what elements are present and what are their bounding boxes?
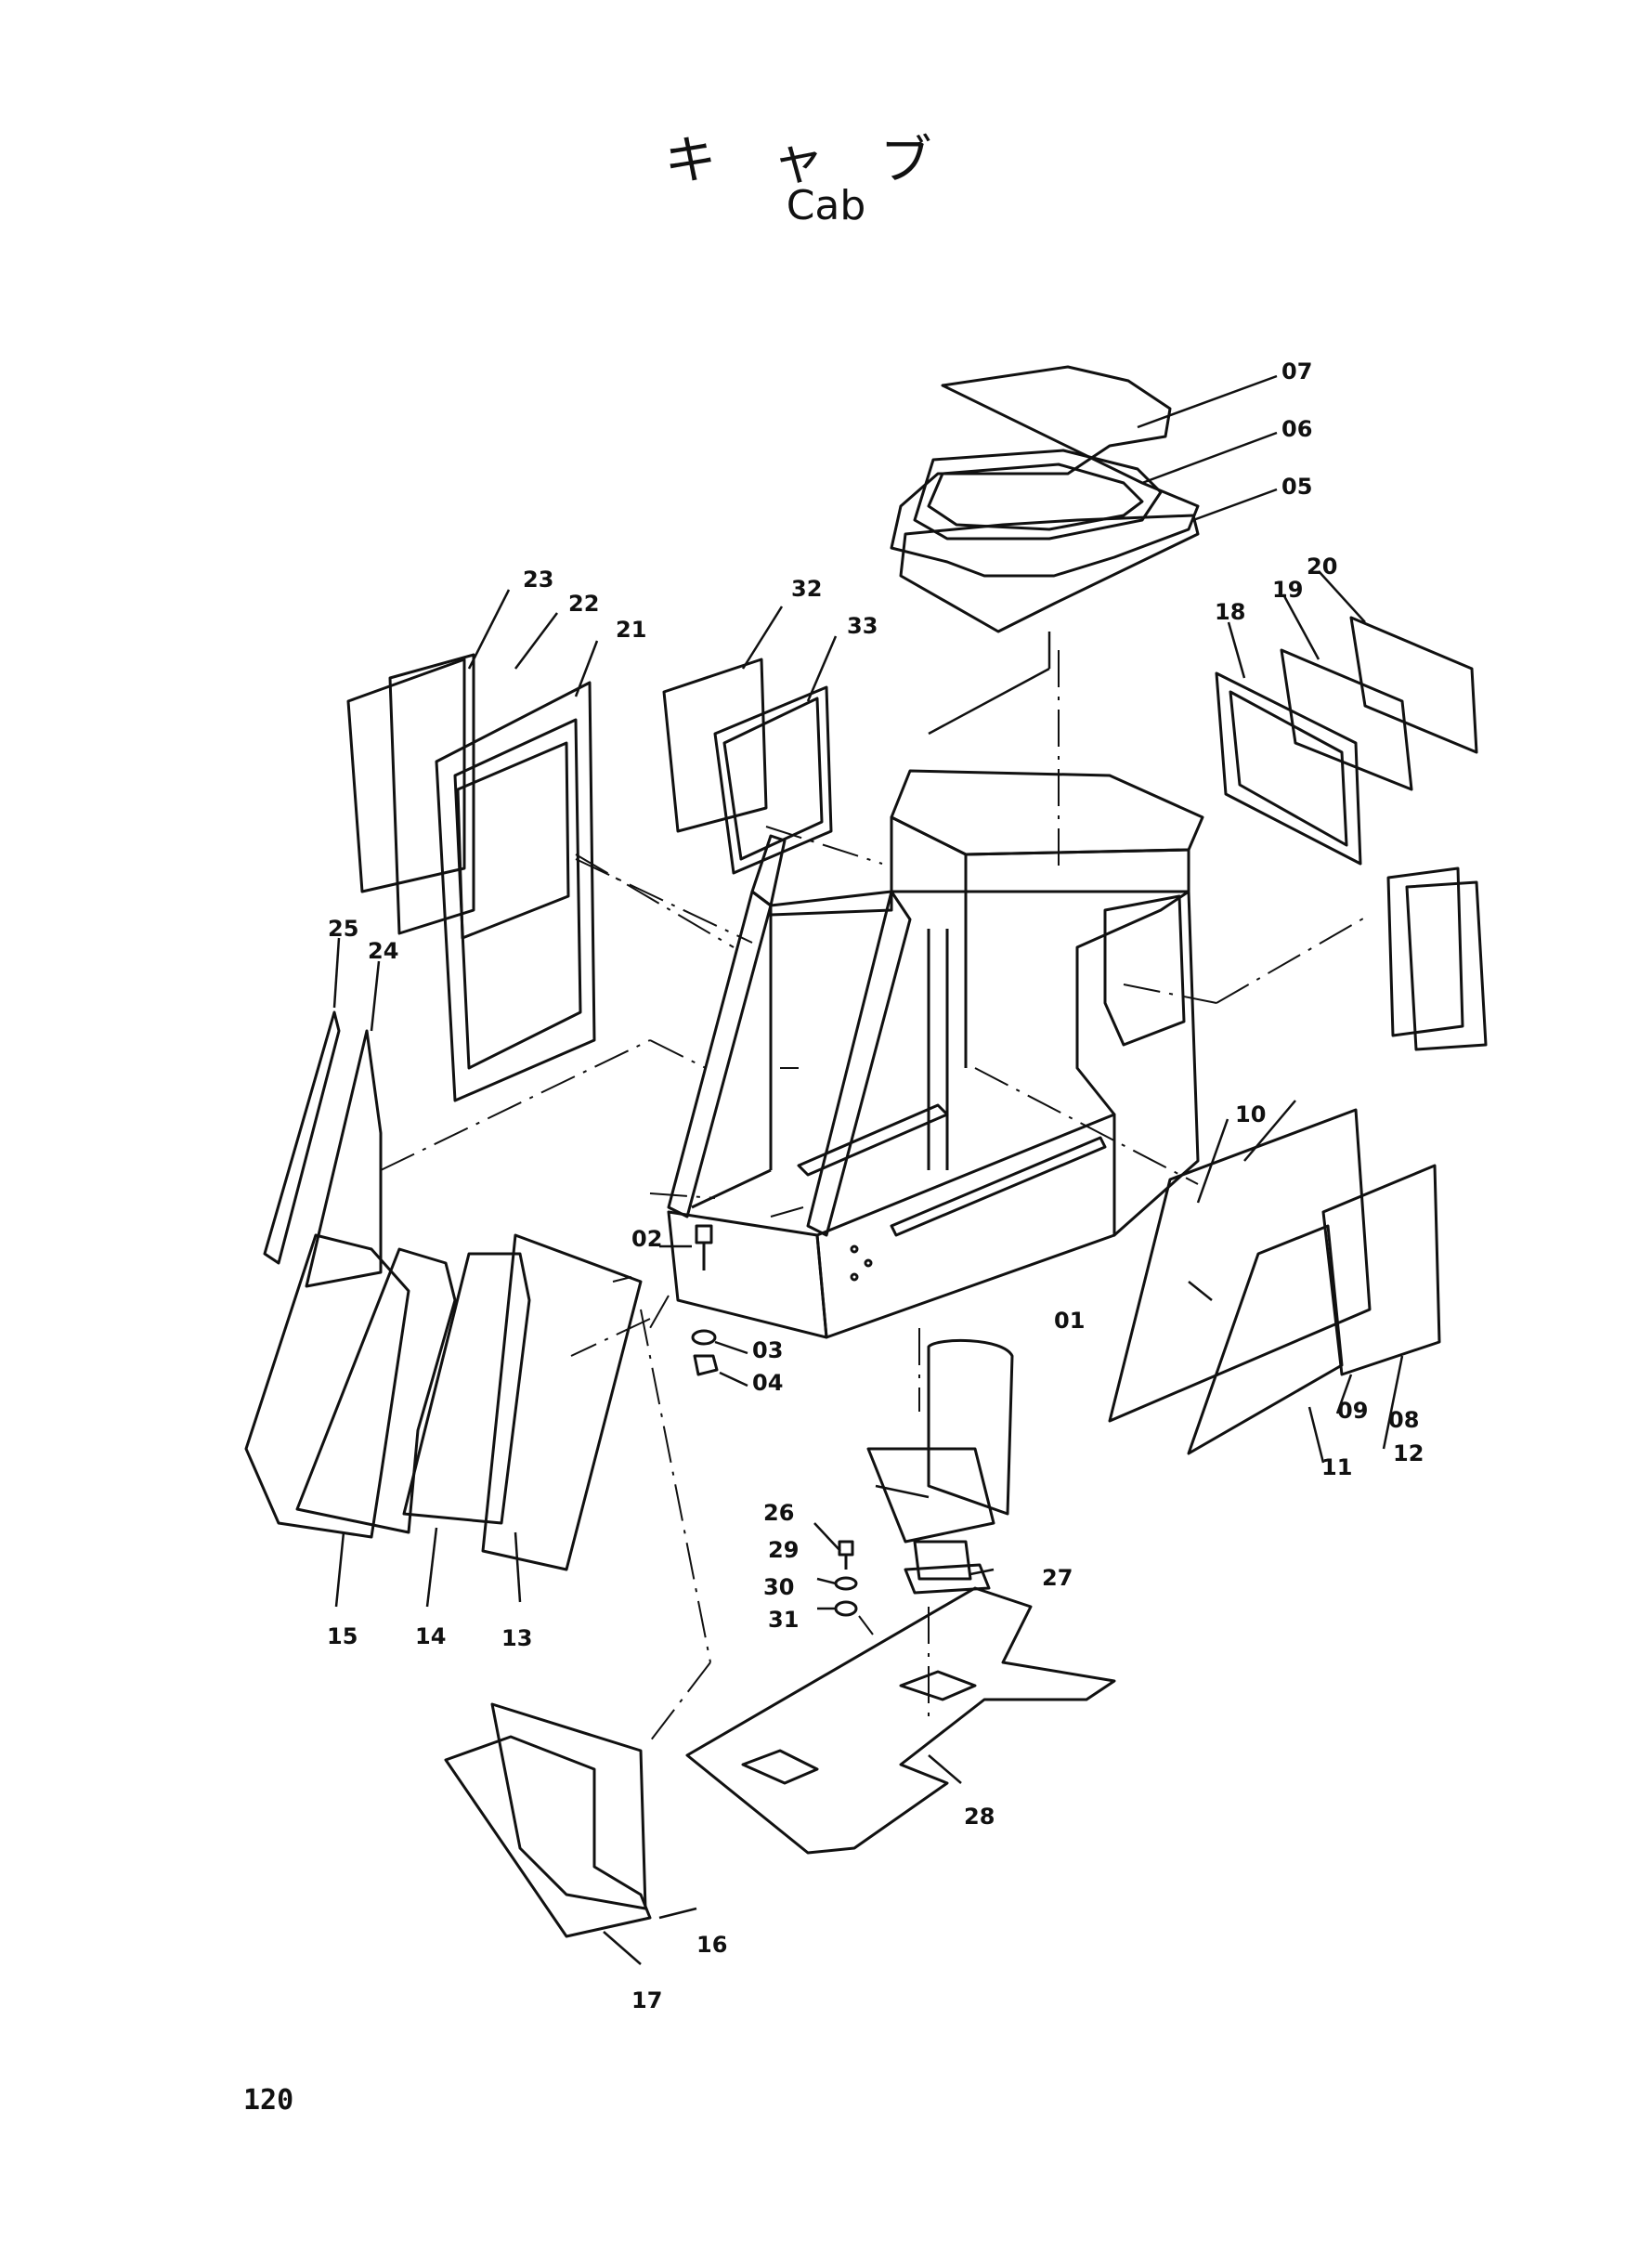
callout-31: 31 [768,1607,799,1633]
callout-16: 16 [696,1932,727,1958]
callout-18: 18 [1215,599,1245,625]
callout-19: 19 [1272,577,1303,603]
callout-30: 30 [763,1574,794,1600]
callout-12: 12 [1393,1440,1424,1466]
callout-07: 07 [1281,358,1312,384]
lower-front-window [444,1702,652,1938]
callout-08: 08 [1388,1407,1419,1433]
callout-01: 01 [1054,1308,1085,1334]
callout-11: 11 [1321,1454,1352,1480]
left-triangle-window [263,1010,383,1288]
callout-26: 26 [763,1500,794,1526]
callout-22: 22 [568,591,599,617]
callout-05: 05 [1281,474,1312,500]
right-window-assembly [1215,616,1478,866]
left-door-assembly [346,653,596,1102]
callout-27: 27 [1042,1565,1073,1591]
callout-15: 15 [327,1623,358,1649]
leader-lines [332,374,1404,1965]
operator-seat [866,1339,1014,1595]
callout-28: 28 [964,1804,995,1830]
callout-33: 33 [847,613,878,639]
callout-04: 04 [752,1370,783,1396]
rear-window-assembly [662,658,833,875]
page-title-english: Cab [786,182,866,229]
callout-23: 23 [523,567,553,593]
callout-02: 02 [631,1226,662,1252]
callout-13: 13 [501,1625,532,1651]
callout-21: 21 [616,617,646,643]
callout-14: 14 [415,1623,446,1649]
page-title-japanese: キャブ [664,131,988,191]
callout-25: 25 [328,916,358,942]
callout-labels: 01 02 03 04 05 06 07 08 09 10 11 12 13 14 15 16 17 18 1920… [327,358,1424,2013]
roof-hatch-frame [890,365,1200,633]
callout-06: 06 [1281,416,1312,442]
callout-17: 17 [631,1987,662,2013]
front-windshield-assembly [244,1233,643,1571]
page-number: 120 [243,2084,294,2117]
floor-plate [685,1586,1116,1855]
callout-32: 32 [791,576,822,602]
callout-20: 20 [1307,554,1337,580]
callout-24: 24 [368,938,398,964]
callout-29: 29 [768,1537,799,1563]
callout-09: 09 [1337,1398,1368,1424]
callout-10: 10 [1235,1101,1266,1127]
assembly-lines [380,650,1371,1742]
right-side-door-assembly [1108,1108,1441,1455]
callout-03: 03 [752,1337,783,1363]
right-side-small-window [1386,866,1488,1051]
